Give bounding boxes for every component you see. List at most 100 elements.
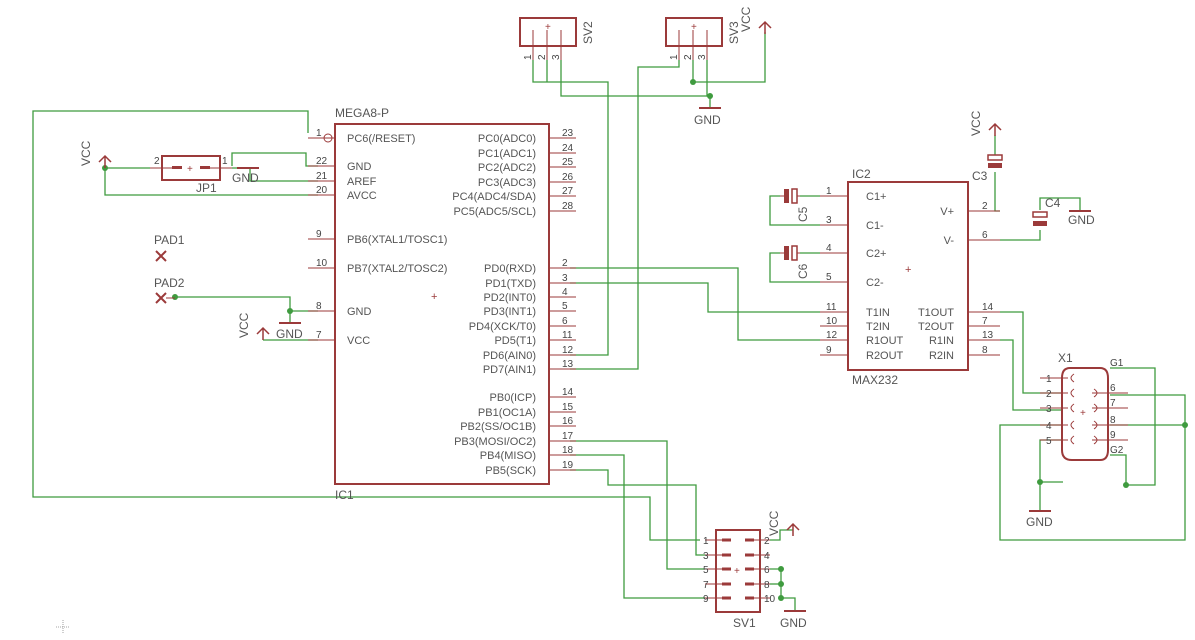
ic2-pin-label: R2IN <box>929 350 954 362</box>
wire-x1-g2 <box>1110 454 1127 485</box>
vcc-label: VCC <box>969 110 983 136</box>
x1-contact <box>1093 403 1098 413</box>
ic1-pin-number: 11 <box>562 330 573 341</box>
sv1-pin-number: 1 <box>703 536 709 547</box>
ic1-pin-number: 3 <box>562 273 568 284</box>
ic1-pin-label: PD6(AIN0) <box>483 350 536 362</box>
sv1-contact <box>722 538 731 542</box>
c5-capacitor[interactable]: C5 <box>780 188 810 222</box>
sv1-pin-number: 6 <box>764 565 770 576</box>
ic2-pin-number: 6 <box>982 230 988 241</box>
x1-contact <box>1093 388 1098 398</box>
ic2-pin-number: 13 <box>982 330 994 341</box>
sv2-origin-mark: + <box>545 22 551 33</box>
c4-capacitor[interactable]: C4 <box>1032 196 1061 226</box>
jp1-pin-left: 2 <box>154 156 160 167</box>
ic2-name: IC2 <box>852 167 871 181</box>
vcc-arrow-icon <box>256 326 270 340</box>
ic1-pin-label: PB4(MISO) <box>480 450 536 462</box>
sv1-contact <box>722 596 731 600</box>
sv1-body <box>715 529 761 613</box>
c3-plate <box>988 163 1002 168</box>
wire-miso <box>570 454 705 599</box>
pad2-label: PAD2 <box>154 276 185 290</box>
ic1-pin-number: 15 <box>562 402 574 413</box>
sv2-pin2: 2 <box>537 54 548 60</box>
pad1[interactable]: PAD1 <box>154 233 185 262</box>
sv2-body <box>519 17 577 47</box>
c4-label: C4 <box>1045 196 1061 210</box>
c6-capacitor[interactable]: C6 <box>780 245 810 279</box>
ic1-pin-label: PC6(/RESET) <box>347 133 415 145</box>
ic2-pin-label: C1+ <box>866 191 887 203</box>
sv3-header[interactable]: + 1 2 3 SV3 <box>665 17 741 60</box>
c6-plate <box>791 245 798 261</box>
ic1-pin-number: 12 <box>562 345 574 356</box>
ic2-pin-label: C2- <box>866 277 884 289</box>
x1-contact <box>1070 403 1075 413</box>
ic2-pin-number: 4 <box>826 243 832 254</box>
wire-avcc <box>104 168 318 196</box>
wire-t1out <box>1000 311 1063 394</box>
ic1-pin-label: AREF <box>347 176 377 188</box>
wire-c4-gnd <box>1039 197 1081 211</box>
ic1-pin-label: GND <box>347 161 372 173</box>
ic1-pin-label: AVCC <box>347 190 377 202</box>
wire-r1in <box>1000 339 1063 411</box>
ic1-pin-label: PB6(XTAL1/TOSC1) <box>347 234 447 246</box>
vcc-arrow-icon <box>758 20 772 34</box>
ic1-pin-number: 16 <box>562 416 574 427</box>
sv3-body <box>665 17 723 47</box>
pad1-label: PAD1 <box>154 233 185 247</box>
x1-g1: G1 <box>1110 358 1124 369</box>
ic2-pin-number: 14 <box>982 302 994 313</box>
ic1-body <box>334 123 550 485</box>
wire-sv2-3 <box>560 60 710 97</box>
ic1-origin-mark: + <box>431 291 437 303</box>
gnd-label: GND <box>1026 515 1053 529</box>
ic2-pin-label: R1OUT <box>866 335 904 347</box>
x1-g2: G2 <box>1110 445 1124 456</box>
sv3-pin1: 1 <box>669 54 680 60</box>
ic1-pin-number: 22 <box>316 156 328 167</box>
vcc-label: VCC <box>739 6 753 32</box>
ic2-pin-label: C2+ <box>866 248 887 260</box>
ic1-pin-number: 18 <box>562 445 574 456</box>
wire-sv1-vcc <box>770 529 793 541</box>
jp1-pin-right: 1 <box>222 156 228 167</box>
sv1-pin-number: 3 <box>703 551 709 562</box>
vcc-label: VCC <box>79 140 93 166</box>
ic2-pin-label: R1IN <box>929 335 954 347</box>
pad2[interactable]: PAD2 <box>154 276 185 304</box>
x1-contact <box>1093 420 1098 430</box>
ic1-pin-number: 17 <box>562 431 574 442</box>
junction <box>778 595 784 601</box>
ic1-pin-label: PD5(T1) <box>494 335 536 347</box>
ic1-pin-label: PD3(INT1) <box>483 306 536 318</box>
x1-contact <box>1070 420 1075 430</box>
gnd-label: GND <box>694 113 721 127</box>
vcc-arrow-icon <box>786 522 800 536</box>
sv2-header[interactable]: + 1 2 3 SV2 <box>519 17 595 60</box>
ic1-pin-number: 7 <box>316 330 322 341</box>
x1-pin-number: 4 <box>1046 421 1052 432</box>
x1-pin-number: 1 <box>1046 374 1052 385</box>
junction <box>778 566 784 572</box>
ic1-pin-number: 28 <box>562 201 574 212</box>
ic2-pin-number: 8 <box>982 345 988 356</box>
jp1-jumper[interactable]: + 2 1 JP1 <box>150 155 232 195</box>
wire-pd0 <box>570 267 820 341</box>
vcc-arrow-icon <box>988 122 1002 136</box>
junction <box>1182 422 1188 428</box>
wire-c6-minus <box>769 252 820 283</box>
c5-plate <box>784 189 789 203</box>
c3-capacitor[interactable]: C3 <box>972 154 1003 183</box>
ic2-pin-label: T2IN <box>866 321 890 333</box>
ic1-pin-number: 8 <box>316 301 322 312</box>
ic1-pin-number: 21 <box>316 171 328 182</box>
